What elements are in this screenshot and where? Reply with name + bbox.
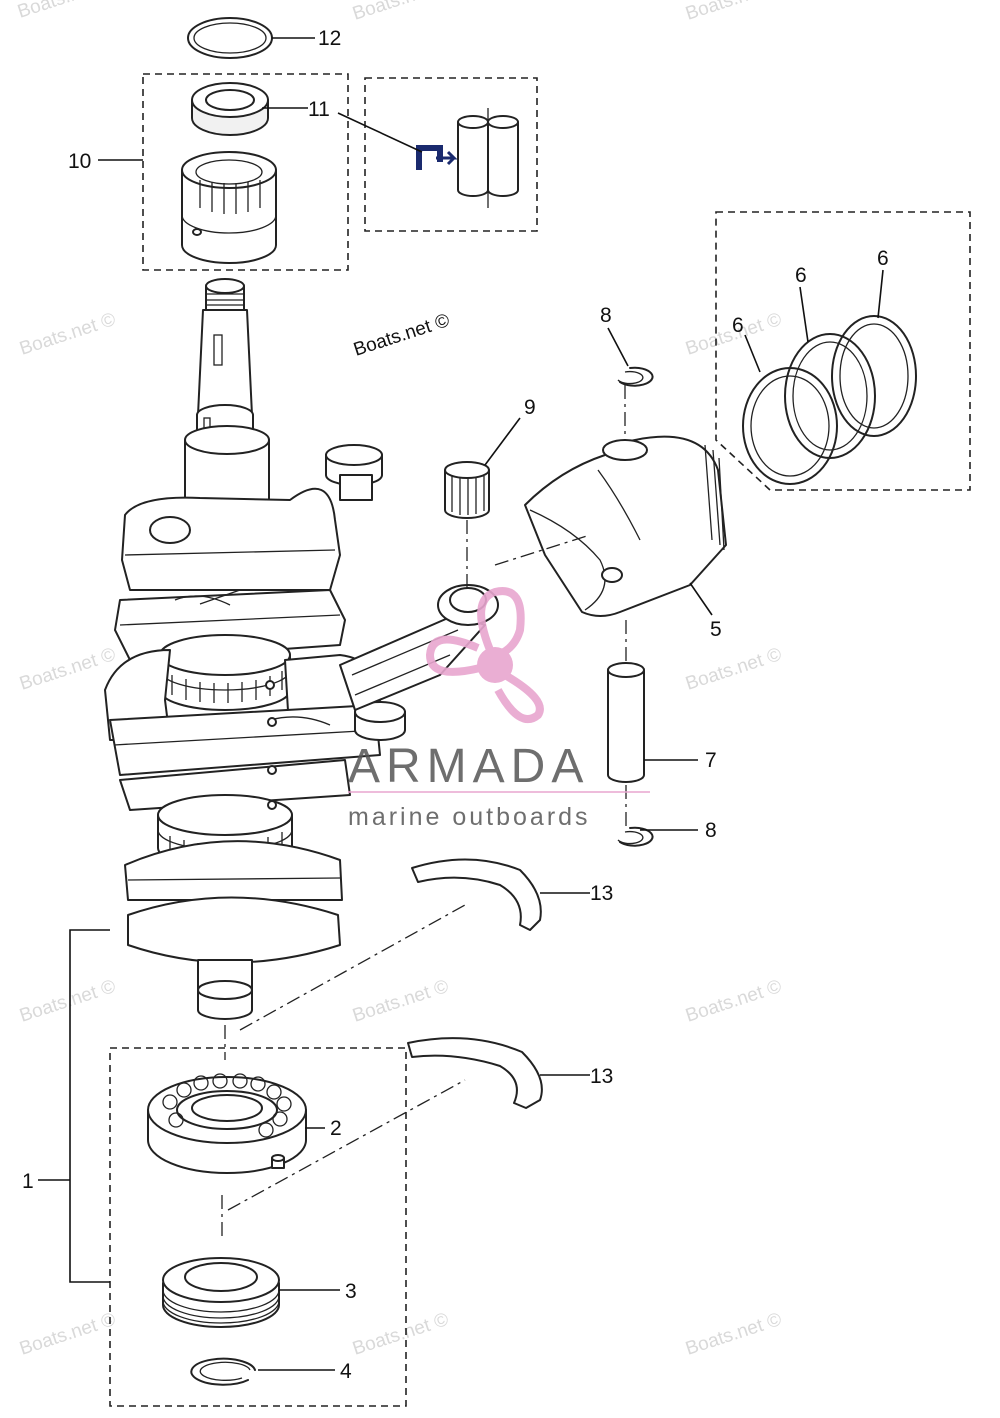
group-box-grease-note [364,77,538,232]
callout-10: 10 [68,150,91,173]
callout-11: 11 [308,98,330,121]
part-8-clip-lower [617,826,654,847]
part-1-crankshaft [104,278,406,1020]
callout-7: 7 [705,749,717,772]
watermark: Boats.net © [683,1309,784,1360]
callout-4: 4 [340,1360,352,1383]
callout-6-rear: 6 [877,247,889,270]
callout-numbers: 12 11 10 9 8 6 6 6 5 7 8 13 13 2 1 3 4 [22,27,889,1383]
part-6-piston-rings [742,315,917,485]
group-box-lower-bearing [109,1047,407,1407]
group-box-10 [142,73,349,271]
part-12-ring [187,17,273,59]
part-5-piston [524,435,727,617]
part-3-oil-seal [162,1257,280,1328]
watermark: Boats.net © [17,309,118,360]
callout-3: 3 [345,1280,357,1303]
part-7-piston-pin [607,662,645,783]
part-13-thrust-ring-lower [407,1037,543,1109]
part-4-circlip [190,1357,256,1386]
callout-8-lower: 8 [705,819,717,842]
callout-5: 5 [710,618,722,641]
armada-logo: ARMADA marine outboards [348,587,650,831]
watermark: Boats.net © [15,0,116,23]
watermark: Boats.net © [683,0,784,25]
watermark: Boats.net © [350,0,451,25]
callout-1: 1 [22,1170,34,1193]
armada-brand-name: ARMADA [348,740,589,793]
boats-net-credit: Boats.net © [351,310,452,361]
part-2-ball-bearing [147,1073,307,1174]
callout-6-middle: 6 [795,264,807,287]
part-11-seal [191,82,269,136]
callout-12: 12 [318,27,341,50]
watermark: Boats.net © [683,644,784,695]
watermark: Boats.net © [683,976,784,1027]
watermark: Boats.net © [350,1309,451,1360]
watermark: Boats.net © [17,1309,118,1360]
callout-13-upper: 13 [590,882,613,905]
part-10-needle-bearing [181,151,277,264]
part-8-clip-upper [617,366,654,387]
callout-13-lower: 13 [590,1065,613,1088]
callout-8-upper: 8 [600,304,612,327]
callout-6-front: 6 [732,314,744,337]
part-9-needle-bearing [444,461,490,519]
armada-tagline: marine outboards [348,803,591,831]
propeller-logo-icon [425,587,544,724]
part-13-thrust-ring-upper [411,858,542,931]
callout-leaders [38,37,884,1371]
grease-note-illustration [416,108,519,208]
callout-9: 9 [524,396,536,419]
assembly-centerlines [221,385,627,1240]
watermark: Boats.net © [17,976,118,1027]
watermark: Boats.net © [350,976,451,1027]
watermark: Boats.net © [17,644,118,695]
grease-application-icon [416,145,443,170]
callout-2: 2 [330,1117,342,1140]
group-box-piston-rings [715,211,971,491]
